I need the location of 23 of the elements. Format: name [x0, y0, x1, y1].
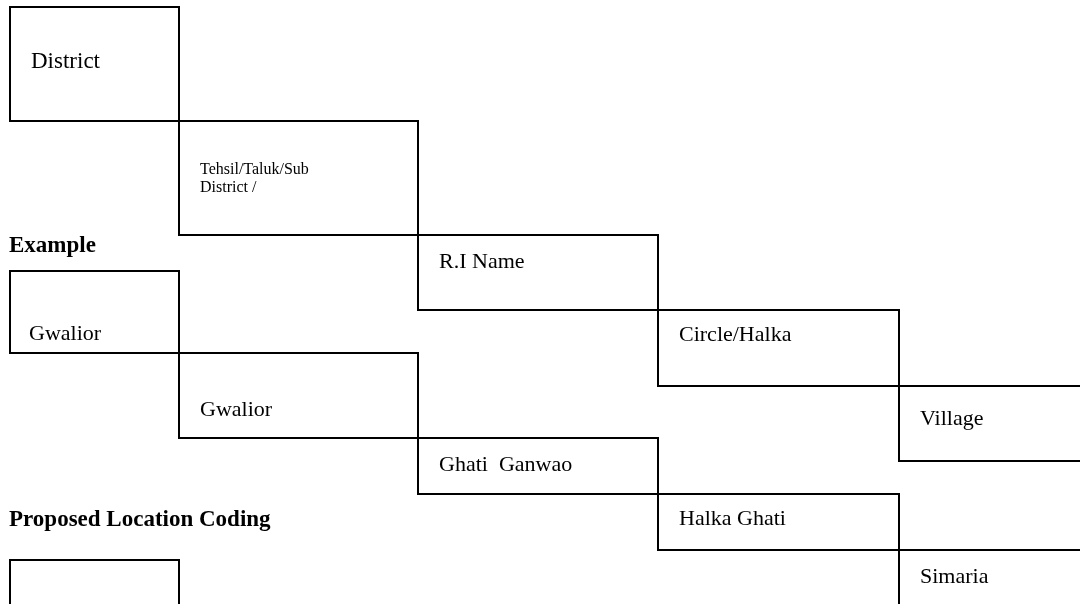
label-box [9, 6, 180, 122]
label-box [417, 437, 659, 495]
empty-box [9, 559, 180, 604]
box-label: Ghati Ganwao [439, 451, 573, 477]
box-label: Circle/Halka [679, 321, 792, 347]
box-label: District [31, 48, 100, 75]
label-box [657, 309, 900, 387]
box-label: R.I Name [439, 248, 525, 274]
label-box [178, 352, 419, 439]
box-label: Gwalior [29, 320, 102, 346]
box-label: Halka Ghati [679, 505, 786, 531]
section-heading: Example [9, 232, 96, 258]
label-box [898, 385, 1080, 462]
label-box [178, 120, 419, 236]
label-box [9, 270, 180, 354]
box-label: Simaria [920, 563, 989, 589]
label-box [417, 234, 659, 311]
box-label: Village [920, 405, 984, 431]
label-box [898, 549, 1080, 604]
label-box [657, 493, 900, 551]
box-label: Tehsil/Taluk/Sub District / [200, 160, 310, 197]
box-label: Gwalior [200, 396, 273, 422]
section-heading: Proposed Location Coding [9, 506, 271, 532]
